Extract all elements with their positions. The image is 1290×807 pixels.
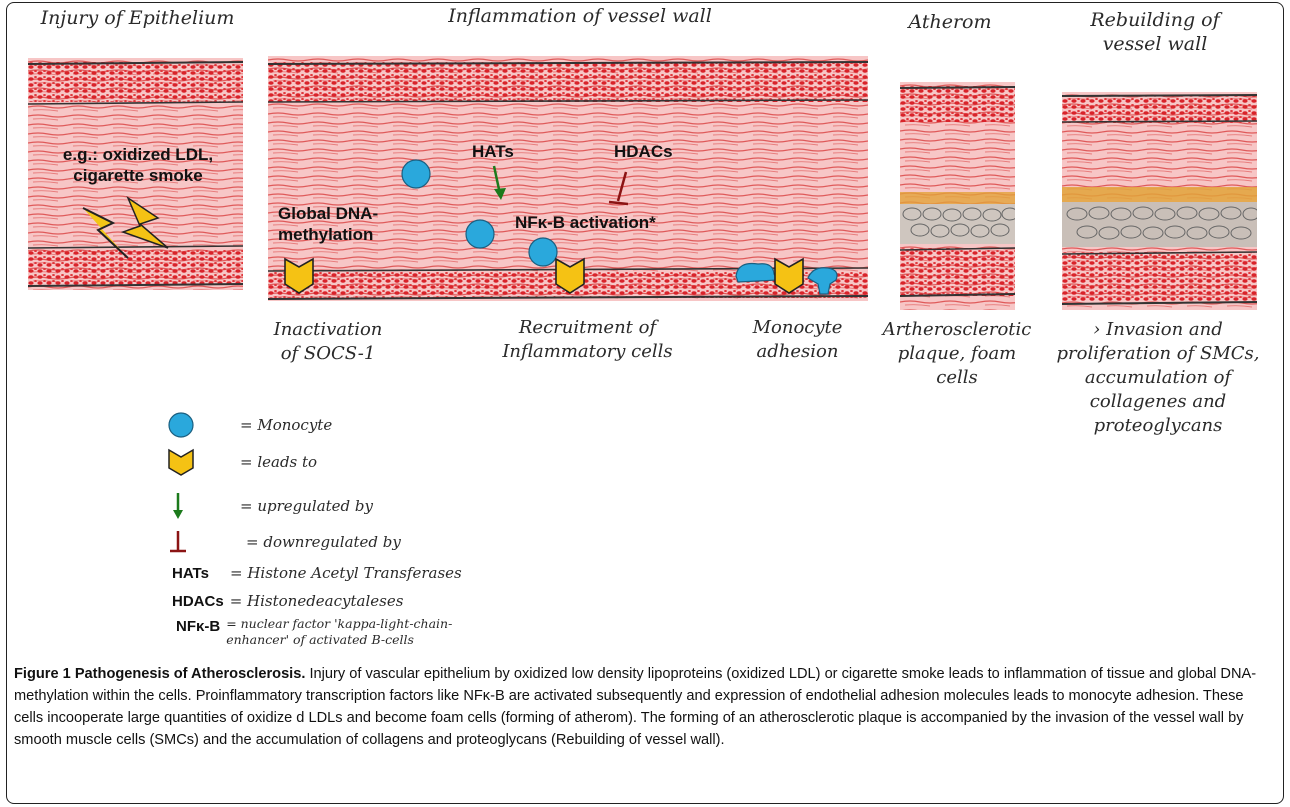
label-monocyte-adhesion: Monocyte adhesion	[735, 316, 860, 364]
panel-title-rebuilding-line2: vessel wall	[1050, 32, 1260, 56]
monocyte-icon	[402, 160, 430, 188]
inhibit-icon	[609, 172, 628, 204]
methylation-line1: Global DNA-	[278, 203, 378, 224]
label-recruitment-line1: Recruitment of	[490, 316, 685, 340]
injury-cause-line2: cigarette smoke	[48, 165, 228, 186]
label-invasion-line4: collagenes and	[1040, 390, 1276, 414]
legend-hdacs-def: = Histonedeacytaleses	[230, 592, 404, 610]
legend-nfkb-def-line2: enhancer' of activated B-cells	[226, 632, 452, 648]
legend-hats-abbr: HATs	[172, 565, 224, 582]
legend-upregulated: = upregulated by	[166, 494, 373, 518]
panel-title-rebuilding-line1: Rebuilding of	[1050, 8, 1260, 32]
label-monocyte-adhesion-line2: adhesion	[735, 340, 860, 364]
hdacs-label: HDACs	[614, 141, 673, 162]
legend-hats: HATs = Histone Acetyl Transferases	[172, 561, 462, 585]
methylation-line2: methylation	[278, 224, 378, 245]
label-invasion-line3: accumulation of	[1040, 366, 1276, 390]
label-plaque-line3: cells	[882, 366, 1032, 390]
panel-title-rebuilding: Rebuilding of vessel wall	[1050, 8, 1260, 56]
legend-nfkb-def: = nuclear factor 'kappa-light-chain- enh…	[226, 616, 452, 648]
chevron-icon	[556, 259, 584, 293]
label-invasion: › Invasion and proliferation of SMCs, ac…	[1040, 318, 1276, 438]
adherent-monocyte-icon	[736, 264, 778, 283]
caption-title: Figure 1 Pathogenesis of Atherosclerosis…	[14, 666, 305, 682]
methylation-label: Global DNA- methylation	[278, 203, 378, 245]
label-invasion-line1: › Invasion and	[1040, 318, 1276, 342]
legend-downregulated-text: = downregulated by	[246, 533, 401, 551]
legend-nfkb-def-line1: = nuclear factor 'kappa-light-chain-	[226, 616, 452, 632]
label-recruitment-line2: Inflammatory cells	[490, 340, 685, 364]
injury-cause-line1: e.g.: oxidized LDL,	[48, 144, 228, 165]
panel-title-inflammation: Inflammation of vessel wall	[410, 4, 750, 28]
hats-label: HATs	[472, 141, 514, 162]
tissue-rebuilding	[1062, 92, 1257, 310]
label-inactivation-line1: Inactivation	[258, 318, 398, 342]
label-inactivation-line2: of SOCS-1	[258, 342, 398, 366]
nfkb-activation-label: NFκ-B activation*	[515, 212, 656, 233]
monocyte-icon	[166, 410, 196, 440]
figure-caption: Figure 1 Pathogenesis of Atherosclerosis…	[14, 663, 1276, 751]
legend-nfkb: NFκ-B = nuclear factor 'kappa-light-chai…	[176, 616, 452, 656]
legend-nfkb-abbr: NFκ-B	[176, 618, 220, 635]
legend-upregulated-text: = upregulated by	[240, 497, 373, 515]
panel-title-injury: Injury of Epithelium	[30, 6, 245, 30]
label-plaque-line1: Artherosclerotic	[882, 318, 1032, 342]
legend-hats-def: = Histone Acetyl Transferases	[230, 564, 462, 582]
chevron-icon	[166, 447, 196, 477]
monocyte-icon	[529, 238, 557, 266]
legend-monocyte: = Monocyte	[166, 413, 332, 437]
legend-leads-to-text: = leads to	[240, 453, 317, 471]
chevron-icon	[285, 259, 313, 293]
label-invasion-line2: proliferation of SMCs,	[1040, 342, 1276, 366]
injury-cause-label: e.g.: oxidized LDL, cigarette smoke	[48, 144, 228, 186]
tissue-atherom	[900, 82, 1015, 310]
legend-leads-to: = leads to	[166, 450, 317, 474]
label-recruitment: Recruitment of Inflammatory cells	[490, 316, 685, 364]
legend-downregulated: = downregulated by	[166, 530, 401, 554]
adherent-monocyte-icon	[808, 268, 837, 294]
inflammation-overlay	[268, 56, 868, 316]
panel-title-atherom: Atherom	[905, 10, 995, 34]
label-invasion-line5: proteoglycans	[1040, 414, 1276, 438]
legend-hdacs-abbr: HDACs	[172, 593, 224, 610]
legend-hdacs: HDACs = Histonedeacytaleses	[172, 589, 403, 613]
label-monocyte-adhesion-line1: Monocyte	[735, 316, 860, 340]
inhibit-icon	[166, 527, 196, 557]
up-arrow-icon	[494, 166, 506, 200]
up-arrow-icon	[166, 491, 196, 521]
chevron-icon	[775, 259, 803, 293]
legend-monocyte-text: = Monocyte	[240, 416, 332, 434]
label-plaque: Artherosclerotic plaque, foam cells	[882, 318, 1032, 390]
monocyte-icon	[466, 220, 494, 248]
label-plaque-line2: plaque, foam	[882, 342, 1032, 366]
label-inactivation: Inactivation of SOCS-1	[258, 318, 398, 366]
